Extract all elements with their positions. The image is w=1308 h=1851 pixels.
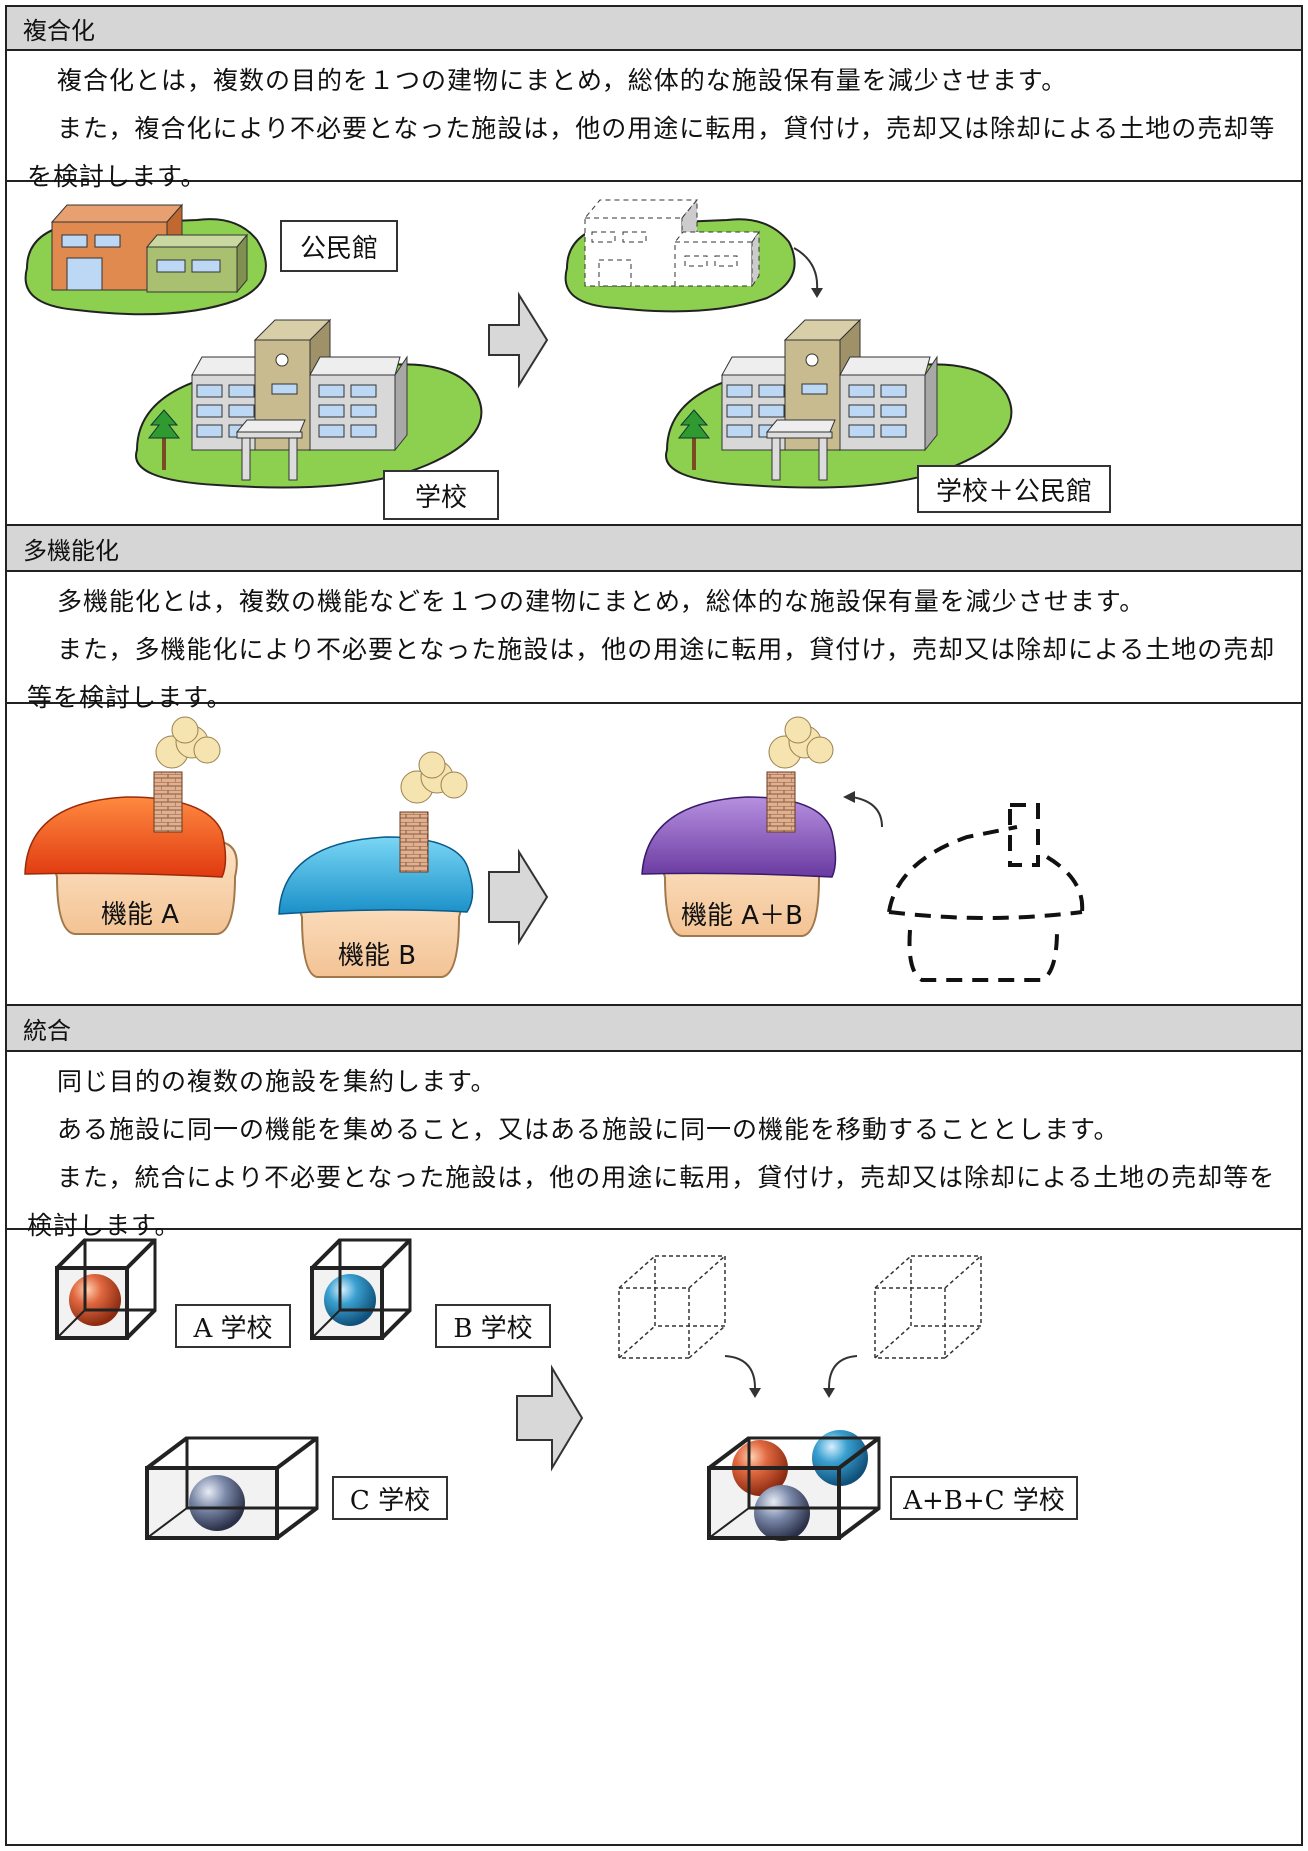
school-abc-label: A+B+C 学校 <box>890 1476 1078 1520</box>
right-arrow-icon <box>488 848 549 946</box>
function-b-label: 機能 B <box>337 941 417 971</box>
right-arrow-icon <box>516 1364 584 1472</box>
school-b-label: B 学校 <box>435 1304 551 1348</box>
curved-arrow-icon <box>851 796 883 828</box>
removed-house-illustration <box>887 803 1085 982</box>
section-header-tougou: 統合 <box>5 1004 1303 1052</box>
function-a-label: 機能 A <box>100 900 180 930</box>
section-title: 統合 <box>23 1016 71 1045</box>
function-ab-label: 機能 A＋B <box>681 901 803 931</box>
description-line: また，複合化により不必要となった施設は，他の用途に転用，貸付け，売却又は除却によ… <box>27 114 1276 191</box>
description-line: 複合化とは，複数の目的を１つの建物にまとめ，総体的な施設保有量を減少させます。 <box>57 66 1068 95</box>
section-description: 複合化とは，複数の目的を１つの建物にまとめ，総体的な施設保有量を減少させます。 … <box>5 49 1303 191</box>
takinouka-figure: 機能 A 機能 B 機能 A＋B <box>5 702 1303 1006</box>
house-function-ab-illustration <box>641 716 837 937</box>
description-line: また，多機能化により不必要となった施設は，他の用途に転用，貸付け，売却又は除却に… <box>27 635 1276 712</box>
removed-cube-illustration <box>874 1255 982 1359</box>
house-function-b-illustration <box>278 751 474 978</box>
curved-arrow-icon <box>828 1355 858 1389</box>
school-a-cube-illustration <box>55 1238 157 1340</box>
curved-arrow-icon <box>793 247 819 291</box>
section-title: 多機能化 <box>23 536 119 565</box>
school-illustration <box>135 318 483 489</box>
house-function-a-illustration <box>24 716 238 935</box>
section-description: 多機能化とは，複数の機能などを１つの建物にまとめ，総体的な施設保有量を減少させま… <box>5 570 1303 712</box>
removed-community-hall-illustration <box>564 198 796 313</box>
removed-cube-illustration <box>618 1255 726 1359</box>
section-title: 複合化 <box>23 16 95 45</box>
description-line: ある施設に同一の機能を集めること，又はある施設に同一の機能を移動することとします… <box>57 1115 1120 1144</box>
school-c-label: C 学校 <box>332 1476 448 1520</box>
combined-school-illustration <box>665 318 1013 489</box>
school-abc-box-illustration <box>707 1430 881 1541</box>
description-line: 同じ目的の複数の施設を集約します。 <box>57 1067 497 1096</box>
school-label: 学校 <box>383 470 499 520</box>
description-line: 多機能化とは，複数の機能などを１つの建物にまとめ，総体的な施設保有量を減少させま… <box>57 587 1146 616</box>
right-arrow-icon <box>488 291 549 389</box>
combined-label: 学校＋公民館 <box>917 465 1111 513</box>
description-line: また，統合により不必要となった施設は，他の用途に転用，貸付け，売却又は除却による… <box>27 1163 1276 1240</box>
community-hall-label: 公民館 <box>280 220 398 272</box>
section-header-takinouka: 多機能化 <box>5 524 1303 572</box>
section-header-fukugouka: 複合化 <box>5 5 1303 51</box>
school-b-cube-illustration <box>310 1238 412 1340</box>
community-hall-illustration <box>24 203 267 316</box>
school-c-box-illustration <box>145 1436 319 1540</box>
curved-arrow-icon <box>724 1355 756 1389</box>
section-description: 同じ目的の複数の施設を集約します。 ある施設に同一の機能を集めること，又はある施… <box>5 1050 1303 1240</box>
school-a-label: A 学校 <box>175 1304 291 1348</box>
fukugouka-figure: 公民館 学校 学校＋公民館 <box>5 180 1303 526</box>
tougou-figure: A 学校 B 学校 C 学校 A+B+C 学校 <box>5 1228 1303 1846</box>
